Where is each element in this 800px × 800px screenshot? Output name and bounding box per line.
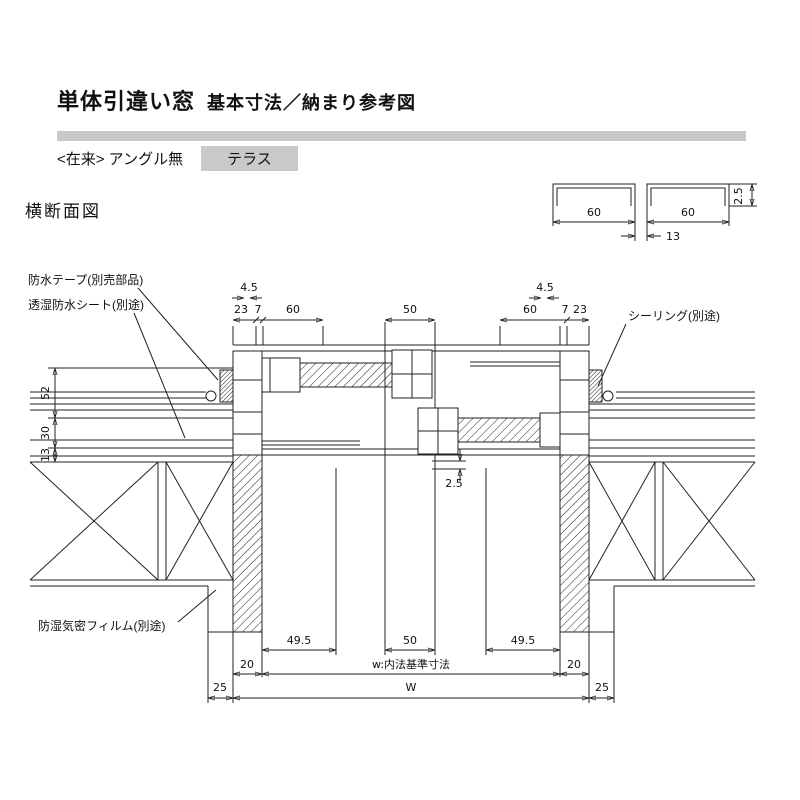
page-subtitle: 基本寸法／納まり参考図 <box>207 93 417 113</box>
callout-leaders: 防水テープ(別売部品) 透湿防水シート(別途) 防湿気密フィルム(別途) シーリ… <box>28 272 720 633</box>
frame-profile-detail: 60 60 13 2.5 <box>552 183 757 243</box>
dim-bottom-20-right: 20 <box>567 658 581 671</box>
page-header: 単体引違い窓 基本寸法／納まり参考図 <box>57 84 416 116</box>
dim-top-4-5-left: 4.5 <box>240 281 258 294</box>
page-title: 単体引違い窓 <box>57 89 196 114</box>
dim-top-23-left: 23 <box>234 303 248 316</box>
dim-left-30: 30 <box>39 426 52 440</box>
dim-left-13: 13 <box>39 448 52 462</box>
wall-section-left <box>29 367 234 633</box>
dim-top-7-left: 7 <box>255 303 262 316</box>
dim-left-52: 52 <box>39 386 52 400</box>
dim-bottom-20-left: 20 <box>240 658 254 671</box>
dim-top-50: 50 <box>403 303 417 316</box>
glass-unit-interior <box>457 417 541 443</box>
dim-top-7-right: 7 <box>562 303 569 316</box>
dim-bottom-50: 50 <box>403 634 417 647</box>
detail-dim-13: 13 <box>666 230 680 243</box>
callout-sealing: シーリング(別途) <box>628 308 720 323</box>
dim-top-23-right: 23 <box>573 303 587 316</box>
variant-label: <在来> アングル無 <box>57 151 184 168</box>
detail-dim-2-5: 2.5 <box>732 187 745 205</box>
dim-bottom-25-right: 25 <box>595 681 609 694</box>
section-label: 横断面図 <box>25 202 101 221</box>
callout-breathable-sheet: 透湿防水シート(別途) <box>28 297 144 312</box>
interior-trim-right <box>559 454 590 633</box>
waterproof-tape-right <box>588 369 603 403</box>
dim-top-60-right: 60 <box>523 303 537 316</box>
terrace-tag: テラス <box>201 146 298 171</box>
glass-unit-exterior <box>299 362 393 388</box>
variant-row: <在来> アングル無 テラス <box>57 146 298 171</box>
detail-dim-60-right: 60 <box>681 206 695 219</box>
callout-moisture-film: 防湿気密フィルム(別途) <box>38 618 166 633</box>
dim-center-2-5: 2.5 <box>445 477 463 490</box>
dim-bottom-49-5-left: 49.5 <box>287 634 312 647</box>
header-divider-bar <box>57 131 746 141</box>
detail-dim-60-left: 60 <box>587 206 601 219</box>
dim-bottom-49-5-right: 49.5 <box>511 634 536 647</box>
wall-section-right <box>588 390 756 633</box>
callout-waterproof-tape: 防水テープ(別売部品) <box>28 272 143 287</box>
dim-bottom-W: W <box>406 681 417 694</box>
dim-bottom-w-label: w:内法基準寸法 <box>372 657 450 671</box>
dim-bottom-25-left: 25 <box>213 681 227 694</box>
dim-top-60-left: 60 <box>286 303 300 316</box>
interior-trim-left <box>232 454 263 633</box>
dimension-annotations: 4.5 4.5 23 7 60 50 60 7 23 52 30 13 2.5 … <box>39 281 615 703</box>
window-frame-section <box>219 344 603 633</box>
waterproof-tape-left <box>219 369 234 403</box>
dim-top-4-5-right: 4.5 <box>536 281 554 294</box>
